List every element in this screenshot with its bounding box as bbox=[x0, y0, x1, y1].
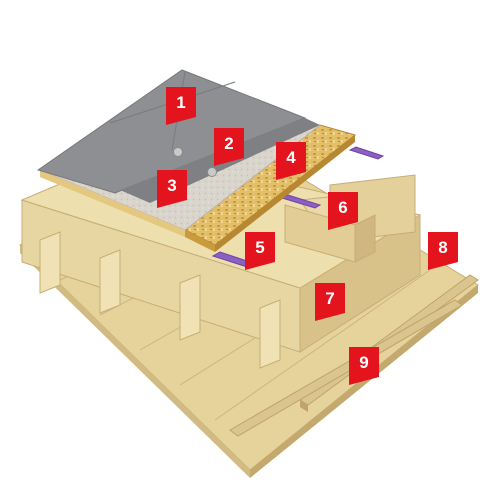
battens bbox=[229, 274, 479, 437]
label-4-number: 4 bbox=[286, 148, 296, 167]
label-1-number: 1 bbox=[176, 93, 185, 112]
timber-battens bbox=[284, 204, 376, 263]
label-6-number: 6 bbox=[338, 198, 347, 217]
label-3-number: 3 bbox=[167, 176, 176, 195]
label-1: 1 bbox=[166, 87, 196, 125]
label-4: 4 bbox=[276, 142, 306, 180]
label-3: 3 bbox=[157, 170, 187, 208]
label-7-number: 7 bbox=[325, 289, 334, 308]
label-9-number: 9 bbox=[359, 353, 368, 372]
callout-labels: 1 2 3 4 5 6 7 8 bbox=[157, 87, 458, 385]
label-2-number: 2 bbox=[224, 134, 233, 153]
label-9: 9 bbox=[349, 347, 379, 385]
label-5: 5 bbox=[245, 232, 275, 270]
label-6: 6 bbox=[328, 192, 358, 230]
label-8-number: 8 bbox=[438, 238, 447, 257]
label-8: 8 bbox=[428, 232, 458, 270]
label-7: 7 bbox=[315, 283, 345, 321]
screw-icon bbox=[207, 167, 217, 177]
fixings bbox=[173, 147, 217, 177]
screw-icon bbox=[173, 147, 183, 157]
label-5-number: 5 bbox=[255, 238, 264, 257]
label-2: 2 bbox=[214, 128, 244, 166]
resilient-strips bbox=[211, 146, 385, 269]
